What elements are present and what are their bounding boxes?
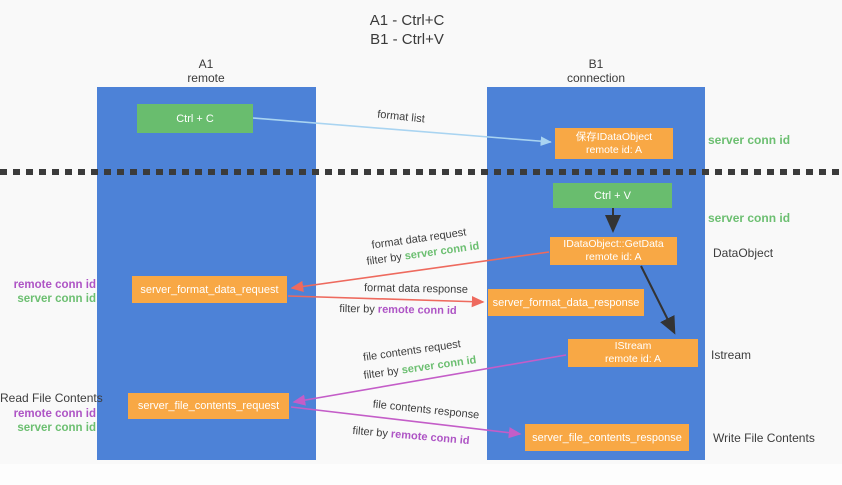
node-ctrl-c: Ctrl + C bbox=[137, 104, 253, 133]
node-server-format-data-request: server_format_data_request bbox=[132, 276, 287, 303]
title-line-2: B1 - Ctrl+V bbox=[370, 31, 444, 48]
filter-by-remote-conn-id-label-1: filter by remote conn id bbox=[339, 303, 457, 317]
server-conn-id-left-mid: server conn id bbox=[17, 293, 96, 305]
format-data-response-arrow bbox=[287, 295, 485, 308]
column-header-b1: B1 connection bbox=[536, 57, 656, 85]
node-server-file-contents-response: server_file_contents_response bbox=[525, 424, 689, 451]
remote-conn-id-left-mid: remote conn id bbox=[13, 279, 96, 291]
node-idataobject-getdata: IDataObject::GetData remote id: A bbox=[550, 237, 677, 265]
left-conn-id-block-bottom: Read File Contents remote conn id server… bbox=[0, 391, 103, 435]
istream-line1: IStream bbox=[614, 340, 652, 352]
getdata-line2: remote id: A bbox=[585, 251, 642, 263]
remote-conn-id-text: remote conn id bbox=[377, 303, 457, 318]
server-file-contents-response-label: server_file_contents_response bbox=[532, 431, 682, 444]
column-a1-role: remote bbox=[187, 71, 225, 85]
filter-by-remote-conn-id-label-2: filter by remote conn id bbox=[352, 425, 470, 447]
filter-by-text: filter by bbox=[365, 250, 406, 268]
column-header-a1: A1 remote bbox=[146, 57, 266, 85]
ctrl-c-label: Ctrl + C bbox=[176, 112, 214, 125]
remote-conn-id-text: remote conn id bbox=[390, 428, 470, 448]
read-file-contents-label: Read File Contents bbox=[0, 391, 103, 405]
istream-line2: remote id: A bbox=[604, 353, 662, 365]
format-data-response-label: format data response bbox=[363, 282, 469, 296]
diagram-title: A1 - Ctrl+C B1 - Ctrl+V bbox=[307, 11, 507, 49]
column-b1-id: B1 bbox=[588, 57, 604, 71]
column-b1-role: connection bbox=[566, 71, 626, 85]
istream-side-label: Istream bbox=[711, 348, 752, 362]
node-istream: IStream remote id: A bbox=[568, 339, 698, 367]
server-conn-id-top-label: server conn id bbox=[708, 133, 791, 147]
left-conn-id-block-mid: remote conn id server conn id bbox=[0, 278, 96, 306]
filter-by-text: filter by bbox=[362, 364, 403, 382]
server-conn-id-left-bottom: server conn id bbox=[17, 422, 96, 434]
server-format-data-request-label: server_format_data_request bbox=[140, 283, 279, 296]
filter-by-text: filter by bbox=[352, 424, 392, 441]
node-save-idataobject: 保存IDataObject remote id: A bbox=[555, 128, 673, 159]
filter-by-text: filter by bbox=[339, 302, 378, 316]
ctrl-v-label: Ctrl + V bbox=[594, 189, 631, 202]
remote-conn-id-left-bottom: remote conn id bbox=[13, 408, 96, 420]
column-a1-id: A1 bbox=[198, 57, 214, 71]
format-list-label: format list bbox=[376, 108, 426, 126]
server-file-contents-request-label: server_file_contents_request bbox=[137, 400, 280, 412]
server-conn-id-mid-label: server conn id bbox=[708, 211, 791, 225]
bottom-strip bbox=[0, 464, 842, 485]
save-idataobject-line2: remote id: A bbox=[585, 143, 643, 156]
file-contents-response-label: file contents response bbox=[372, 398, 480, 422]
getdata-line1: IDataObject::GetData bbox=[563, 238, 664, 250]
dataobject-label: DataObject bbox=[713, 246, 774, 260]
node-server-format-data-response: server_format_data_response bbox=[488, 289, 644, 316]
title-line-1: A1 - Ctrl+C bbox=[369, 12, 445, 29]
save-idataobject-line1: 保存IDataObject bbox=[575, 130, 653, 143]
node-ctrl-v: Ctrl + V bbox=[553, 183, 672, 208]
server-conn-id-text: server conn id bbox=[400, 354, 478, 377]
server-format-data-response-label: server_format_data_response bbox=[492, 296, 640, 309]
write-file-contents-label: Write File Contents bbox=[713, 431, 815, 445]
dotted-divider bbox=[0, 169, 842, 175]
node-server-file-contents-request: server_file_contents_request bbox=[128, 393, 289, 419]
